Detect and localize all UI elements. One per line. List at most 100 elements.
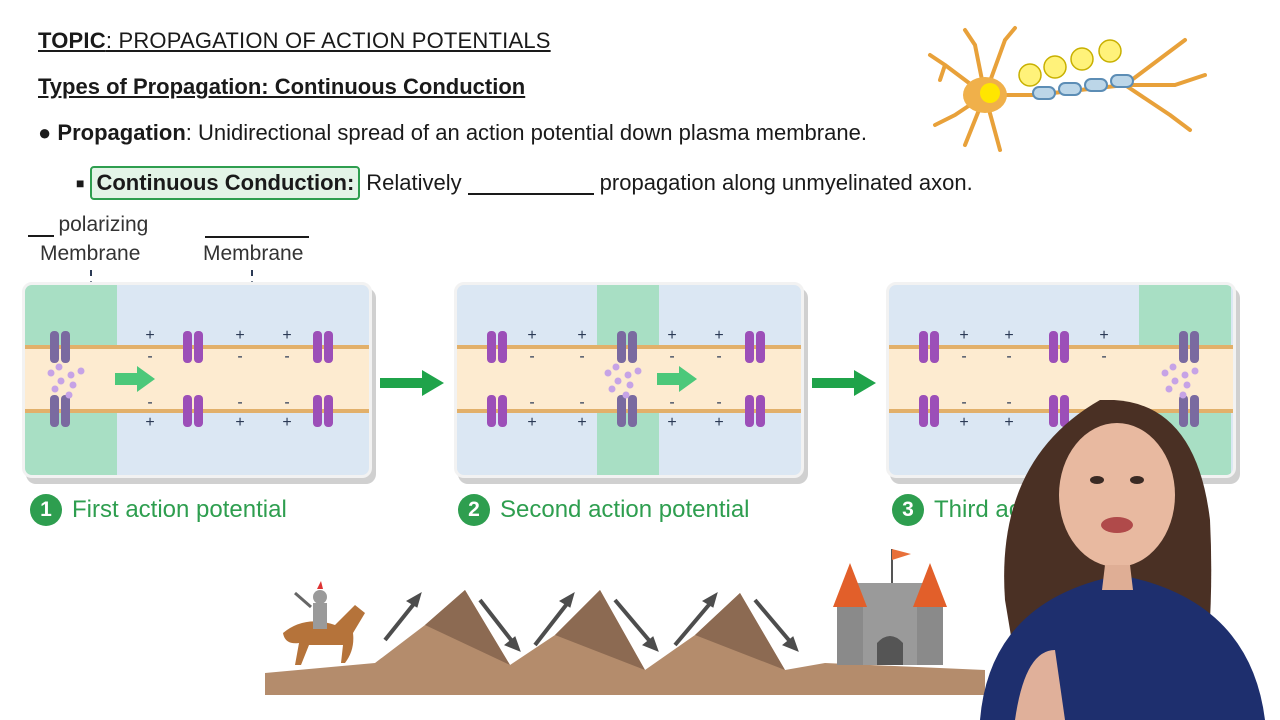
open-channel-icon	[50, 395, 70, 427]
charge-minus: -	[579, 348, 584, 365]
definition-post: propagation along unmyelinated axon.	[599, 170, 973, 195]
axon-segment-drawing: +--++--++--++--+	[457, 285, 801, 475]
charge-plus: +	[235, 327, 244, 344]
step-label: Second action potential	[500, 496, 750, 523]
ion-dot	[614, 377, 622, 385]
charge-minus: -	[284, 348, 289, 365]
knight-mountain-castle-illustration	[265, 549, 985, 695]
closed-channel-icon	[313, 331, 333, 363]
ion-dot	[626, 381, 634, 389]
charge-minus: -	[961, 394, 966, 411]
ion-dot	[604, 369, 612, 377]
ion-dot	[51, 385, 59, 393]
ion-dot	[1179, 391, 1187, 399]
charge-plus: +	[145, 327, 154, 344]
ion-dot	[1165, 385, 1173, 393]
charge-minus: -	[1006, 394, 1011, 411]
neuron-lightbulb-illustration	[928, 26, 1207, 152]
depolarizing-blank	[28, 215, 54, 237]
charge-minus: -	[669, 348, 674, 365]
step-number-badge: 2	[458, 494, 490, 526]
open-channel-icon	[1179, 395, 1199, 427]
square-bullet-marker: ■	[76, 175, 85, 191]
arrow-right-icon	[812, 370, 876, 396]
charge-minus: -	[147, 348, 152, 365]
open-channel-icon	[617, 331, 637, 363]
ion-dot	[69, 381, 77, 389]
closed-channel-icon	[919, 331, 939, 363]
ion-dot	[612, 363, 620, 371]
charge-minus: -	[237, 394, 242, 411]
topic-title: TOPIC: PROPAGATION OF ACTION POTENTIALS	[38, 28, 551, 53]
ion-dot	[634, 367, 642, 375]
definition-pre: Relatively	[366, 170, 462, 195]
closed-channel-icon	[1049, 331, 1069, 363]
depolarizing-label: polarizing	[28, 213, 148, 237]
ion-dot	[67, 371, 75, 379]
charge-minus: -	[669, 394, 674, 411]
charge-minus: -	[1101, 348, 1106, 365]
current-flow-arrow-icon	[115, 366, 155, 392]
ion-dot	[65, 391, 73, 399]
knight-on-horse	[283, 581, 365, 665]
ion-dot	[77, 367, 85, 375]
arrow-right-icon	[380, 370, 444, 396]
closed-channel-icon	[487, 395, 507, 427]
closed-channel-icon	[745, 395, 765, 427]
charge-minus: -	[529, 394, 534, 411]
ion-dot	[47, 369, 55, 377]
step-label: First action potential	[72, 496, 287, 523]
charge-plus: +	[1004, 414, 1013, 431]
term-propagation: Propagation	[57, 120, 186, 145]
charge-minus: -	[961, 348, 966, 365]
charge-plus: +	[282, 327, 291, 344]
ion-dot	[57, 377, 65, 385]
axon-panel-1: +--++--++--+	[22, 282, 372, 478]
fill-in-blank	[467, 171, 594, 195]
bullet-propagation: ● Propagation: Unidirectional spread of …	[38, 120, 867, 146]
section-subtitle: Types of Propagation: Continuous Conduct…	[38, 74, 526, 99]
ion-dot	[1171, 377, 1179, 385]
charge-plus: +	[527, 414, 536, 431]
current-flow-arrow-icon	[657, 366, 697, 392]
open-channel-icon	[617, 395, 637, 427]
resting-membrane-label: Membrane	[203, 242, 304, 265]
ion-dot	[1191, 367, 1199, 375]
closed-channel-icon	[487, 331, 507, 363]
presenter-video	[980, 400, 1265, 720]
axon-panel-2: +--++--++--++--+	[454, 282, 804, 478]
charge-plus: +	[577, 414, 586, 431]
castle	[833, 549, 947, 665]
axon-segment-drawing: +--++--++--+	[25, 285, 369, 475]
open-channel-icon	[50, 331, 70, 363]
resting-membrane-blank	[205, 236, 309, 238]
charge-minus: -	[529, 348, 534, 365]
ion-dot	[1181, 371, 1189, 379]
ion-dot	[1183, 381, 1191, 389]
charge-plus: +	[714, 414, 723, 431]
charge-plus: +	[667, 327, 676, 344]
ion-dot	[1161, 369, 1169, 377]
closed-channel-icon	[183, 331, 203, 363]
closed-channel-icon	[1049, 395, 1069, 427]
charge-plus: +	[1004, 327, 1013, 344]
charge-plus: +	[714, 327, 723, 344]
bullet-continuous-conduction: ■ Continuous Conduction: Relatively prop…	[76, 166, 973, 200]
definition-propagation: : Unidirectional spread of an action pot…	[185, 120, 867, 145]
closed-channel-icon	[183, 395, 203, 427]
closed-channel-icon	[313, 395, 333, 427]
ion-dot	[55, 363, 63, 371]
step-number-badge: 1	[30, 494, 62, 526]
term-continuous-conduction-box: Continuous Conduction:	[90, 166, 361, 200]
charge-plus: +	[959, 414, 968, 431]
charge-plus: +	[282, 414, 291, 431]
charge-minus: -	[579, 394, 584, 411]
charge-plus: +	[145, 414, 154, 431]
charge-plus: +	[235, 414, 244, 431]
step-number-badge: 3	[892, 494, 924, 526]
charge-minus: -	[1006, 348, 1011, 365]
charge-plus: +	[527, 327, 536, 344]
charge-minus: -	[716, 348, 721, 365]
step-caption-2: 2 Second action potential	[458, 494, 750, 526]
ion-dot	[1169, 363, 1177, 371]
